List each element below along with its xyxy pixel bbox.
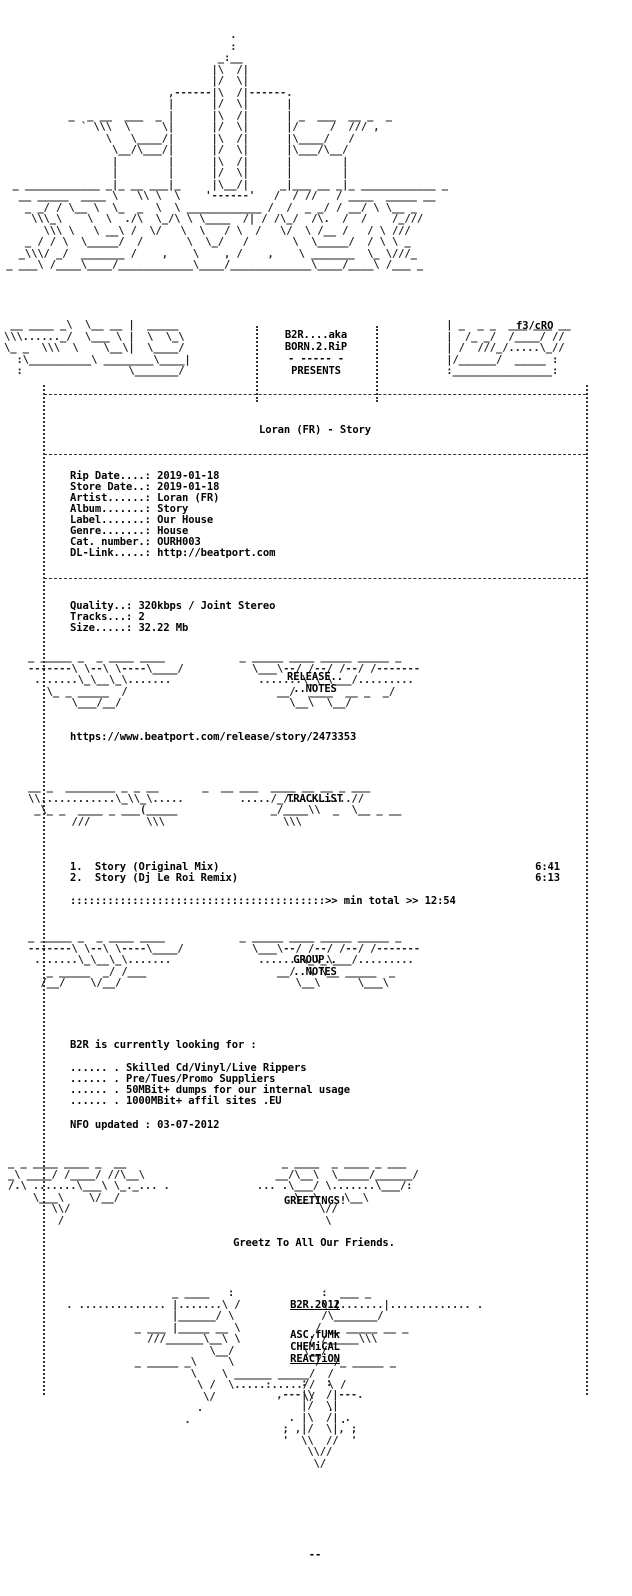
info-row: Album.......: Story <box>70 503 189 515</box>
release-notes-heading2: ..NOTES <box>293 683 337 695</box>
title-top-rule <box>44 394 586 395</box>
release-notes-url[interactable]: https://www.beatport.com/release/story/2… <box>70 731 357 743</box>
left-flourish-art: __ ____ _\ \__ __ | _____ \\\......_/ \_… <box>4 319 191 377</box>
release-notes-banner-art: _ _____ _ _ ____ ____ _ _____ ____ _____… <box>28 651 420 709</box>
footer-credit1: ASC.fUMk <box>290 1329 340 1341</box>
bottom-tower-art: : : ,---|\ /|---. |/ \| . |\ /| . ; ,|/ … <box>276 1377 364 1470</box>
group-notes-banner-art: _ _____ _ _ ____ ____ _ _____ ____ _____… <box>28 931 420 989</box>
top-logo-art: . : _:__ |\ /| |/ \| ,------|\ <box>6 29 448 271</box>
tracklist-heading: TRACKLiST <box>287 793 343 805</box>
header-group-box <box>256 326 378 402</box>
release-title: Loran (FR) - Story <box>259 424 371 436</box>
frame-left-border <box>43 385 45 1395</box>
group-notes-item: ...... . 1000MBit+ affil sites .EU <box>70 1095 282 1107</box>
track-row: 2. Story (Dj Le Roi Remix)6:13 <box>70 872 560 884</box>
group-notes-item: ...... . Pre/Tues/Promo Suppliers <box>70 1073 276 1085</box>
info-row: Genre.......: House <box>70 525 189 537</box>
greetings-banner-art: _ _ ____ ____ _ __ _ ____ _ ____ _ ___ _… <box>8 1157 419 1227</box>
info-row: DL-Link.....: http://beatport.com <box>70 547 276 559</box>
total-time-line: ::::::::::::::::::::::::::::::::::::::::… <box>70 895 456 907</box>
quality-row: Tracks...: 2 <box>70 611 145 623</box>
greetings-text: Greetz To All Our Friends. <box>233 1237 395 1249</box>
footer-group-year: B2R.2012 <box>290 1299 340 1311</box>
end-marker: -- <box>308 1549 322 1561</box>
nfo-document: . : _:__ |\ /| |/ \| ,------|\ <box>0 29 632 1570</box>
header-group-line2: BORN.2.RiP <box>284 341 348 353</box>
info-row: Store Date..: 2019-01-18 <box>70 481 220 493</box>
group-notes-heading2: ..NOTES <box>293 966 337 978</box>
info-row: Cat. number.: OURH003 <box>70 536 201 548</box>
nfo-updated-line: NFO updated : 03-07-2012 <box>70 1119 220 1131</box>
quality-row: Size.....: 32.22 Mb <box>70 622 189 634</box>
right-flourish-art: | _ _ _ ___ ___ __ | /_ _/ /____/ // | /… <box>446 319 571 377</box>
info-row: Rip Date....: 2019-01-18 <box>70 470 220 482</box>
footer-credit3: REACTiON <box>290 1353 340 1365</box>
group-notes-item: ...... . Skilled Cd/Vinyl/Live Rippers <box>70 1062 307 1074</box>
quality-row: Quality..: 320kbps / Joint Stereo <box>70 600 276 612</box>
header-credit: f3/cRO <box>516 320 554 332</box>
release-notes-heading1: RELEASE.. <box>287 671 343 683</box>
info-bottom-rule <box>44 578 586 579</box>
footer-credit2: CHEMiCAL <box>290 1341 340 1353</box>
tracklist-banner-art: __ _ ________ _ _ __ _ __ ___ ____ __ __… <box>28 781 402 828</box>
frame-right-border <box>586 385 588 1395</box>
header-presents: PRESENTS <box>291 365 341 377</box>
info-row: Label.......: Our House <box>70 514 214 526</box>
group-notes-heading1: GROUP.. <box>293 954 337 966</box>
track-row: 1. Story (Original Mix)6:41 <box>70 861 560 873</box>
info-row: Artist......: Loran (FR) <box>70 492 220 504</box>
header-divider: - ----- - <box>288 353 344 365</box>
title-bottom-rule <box>44 454 586 455</box>
greetings-heading: GREETINGS! <box>283 1195 347 1207</box>
group-notes-item: ...... . 50MBit+ dumps for our internal … <box>70 1084 350 1096</box>
group-notes-intro: B2R is currently looking for : <box>70 1039 257 1051</box>
header-group-line1: B2R....aka <box>284 329 348 341</box>
footer-art: _ ____ : : ___ _ . .............. |.....… <box>66 1287 484 1426</box>
